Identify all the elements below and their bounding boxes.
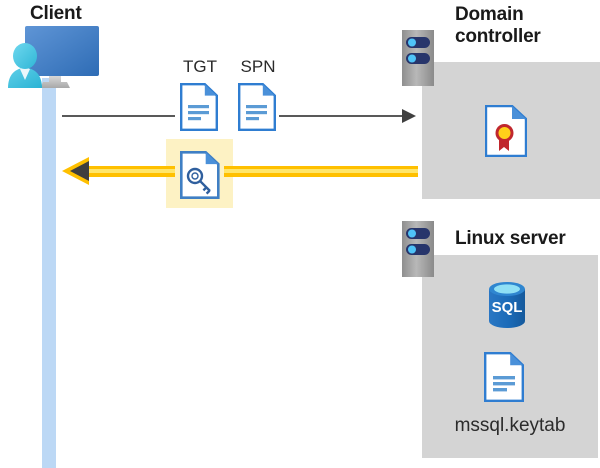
key-document-icon bbox=[180, 151, 220, 199]
domain-controller-label-line1: Domain bbox=[455, 4, 524, 25]
client-computer-user-icon bbox=[6, 24, 102, 92]
tgt-document-icon bbox=[180, 83, 218, 131]
spn-label: SPN bbox=[240, 57, 276, 76]
linux-server-icon bbox=[402, 221, 434, 277]
client-lifeline bbox=[42, 78, 56, 468]
response-arrowhead-inner-icon bbox=[70, 161, 89, 181]
keytab-document-icon bbox=[484, 352, 524, 402]
request-arrow-segment-left bbox=[62, 115, 175, 117]
domain-controller-label: Domain controller bbox=[455, 4, 585, 48]
sql-database-icon: SQL bbox=[485, 281, 529, 329]
client-label: Client bbox=[30, 3, 82, 24]
certificate-icon bbox=[484, 104, 528, 158]
response-arrow-segment-right bbox=[224, 166, 418, 177]
request-arrowhead-icon bbox=[402, 109, 416, 123]
keytab-filename-label: mssql.keytab bbox=[454, 415, 566, 436]
sql-icon-text: SQL bbox=[492, 299, 523, 316]
request-arrow-segment-right bbox=[279, 115, 404, 117]
spn-document-icon bbox=[238, 83, 276, 131]
domain-controller-server-icon bbox=[402, 30, 434, 86]
response-arrow-segment-left bbox=[85, 166, 175, 177]
linux-server-label: Linux server bbox=[455, 228, 566, 249]
tgt-label: TGT bbox=[183, 57, 217, 76]
domain-controller-label-line2: controller bbox=[455, 26, 541, 47]
